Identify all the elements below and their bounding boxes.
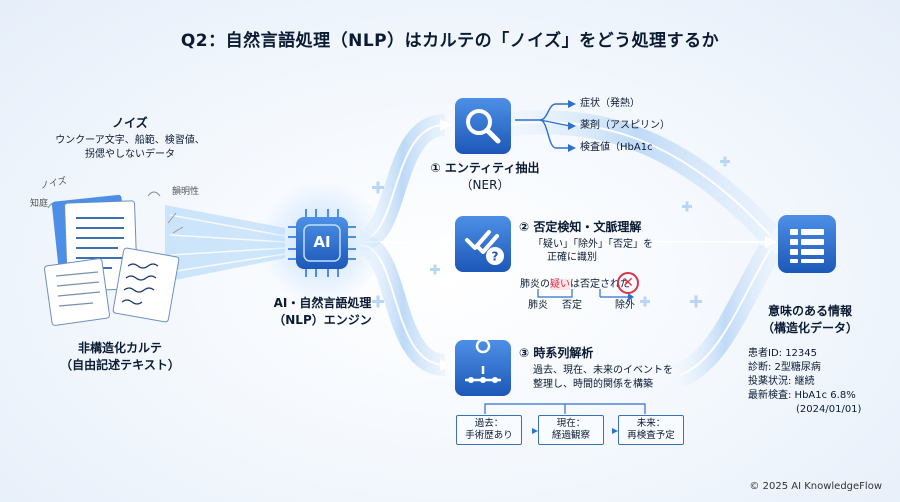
- ner-title-line2: （NER）: [460, 178, 510, 192]
- result-fields: 患者ID: 12345 診断: 2型糖尿病 投薬状況: 継続 最新検査: HbA…: [748, 347, 861, 417]
- result-label-line2: （構造化データ）: [761, 321, 858, 335]
- ai-chip-icon: [288, 209, 356, 277]
- timeline-box-past: 過去： 手術歴あり: [456, 415, 522, 445]
- arrow-to-ner-icon: [440, 119, 452, 131]
- timeline-desc-line1: 過去、現在、未来のイベントを: [533, 365, 673, 376]
- timeline-connectors: [484, 403, 646, 434]
- sparkle-plus-icons: [372, 156, 730, 308]
- arrow-to-result-icon: [765, 236, 777, 248]
- ner-output-drug: 薬剤（アスピリン）: [580, 120, 670, 131]
- result-label-line1: 意味のある情報: [767, 304, 852, 318]
- copyright: © 2025 AI KnowledgeFlow: [749, 481, 882, 492]
- sentence-post: は否定された: [570, 279, 630, 290]
- field-latest-test: 最新検査: HbA1c 6.8%: [748, 390, 856, 401]
- label-exclude: 除外: [615, 300, 635, 311]
- negation-sentence: 肺炎の疑いは否定された: [520, 275, 630, 290]
- noise-desc-line2: 拐偲やしないデータ: [85, 149, 175, 160]
- label-negation: 否定: [562, 300, 582, 311]
- noise-heading: ノイズ: [112, 116, 148, 130]
- arrow-to-negation-icon: [440, 236, 452, 248]
- ner-output-symptom: 症状（発熱）: [580, 98, 640, 109]
- page-title: Q2：自然言語処理（NLP）はカルテの「ノイズ」をどう処理するか: [180, 31, 720, 51]
- magnifier-icon: [455, 98, 511, 154]
- field-test-date: (2024/01/01): [796, 404, 862, 415]
- engine-label-line2: （NLP）エンジン: [273, 313, 372, 327]
- timeline-box-present: 現在： 経過観察: [538, 415, 604, 445]
- document-stack-icon: [43, 191, 184, 326]
- field-patient-id: 患者ID: 12345: [748, 348, 818, 359]
- svg-text:?: ?: [492, 250, 499, 264]
- timeline-present-line1: 現在：: [556, 418, 586, 429]
- knowledge-tag: 知庭: [30, 199, 49, 209]
- engine-label-line1: AI・自然言語処理: [273, 296, 372, 310]
- field-diagnosis: 診断: 2型糖尿病: [748, 362, 821, 373]
- clarity-tag: 韻明性: [172, 187, 200, 197]
- timeline-present-line2: 経過観察: [551, 430, 590, 441]
- field-medication: 投薬状況: 継続: [748, 376, 815, 387]
- noise-desc-line1: ウンクーア文字、船範、検習値、: [55, 135, 205, 146]
- timeline-future-line1: 未来：: [636, 418, 666, 429]
- funnel-stream: [165, 205, 285, 282]
- structured-table-icon: [778, 215, 836, 273]
- sentence-highlight: 疑い: [550, 279, 570, 290]
- timeline-title: ③ 時系列解析: [519, 346, 594, 360]
- timeline-box-future: 未来： 再検査予定: [618, 415, 684, 445]
- negation-title: ② 否定検知・文脈理解: [519, 220, 642, 234]
- label-pneumonia: 肺炎: [528, 300, 548, 311]
- timeline-past-line1: 過去：: [474, 418, 504, 429]
- ner-output-lab: 検査値（HbA1c: [580, 142, 653, 153]
- ner-branch-arrows: [515, 103, 571, 149]
- timeline-future-line2: 再検査予定: [627, 430, 675, 441]
- negation-desc-line1: 「疑い」「除外」「否定」を: [533, 239, 653, 250]
- source-label-line2: （自由記述テキスト）: [60, 358, 180, 372]
- exclude-x-icon: ✕: [617, 272, 639, 294]
- timeline-past-line2: 手術歴あり: [465, 430, 513, 441]
- check-question-icon: ?: [455, 216, 511, 272]
- ner-title-line1: ① エンティティ抽出: [430, 161, 540, 175]
- timeline-icon: [455, 340, 511, 396]
- negation-desc-line2: 正確に識別: [547, 252, 597, 263]
- timeline-desc-line2: 整理し、時間的関係を構築: [533, 379, 653, 390]
- arrow-to-timeline-icon: [440, 359, 452, 371]
- ai-chip-label: AI: [313, 233, 331, 251]
- sentence-pre: 肺炎の: [520, 279, 550, 290]
- negation-diagram: [537, 289, 634, 301]
- source-label-line1: 非構造化カルテ: [77, 341, 162, 355]
